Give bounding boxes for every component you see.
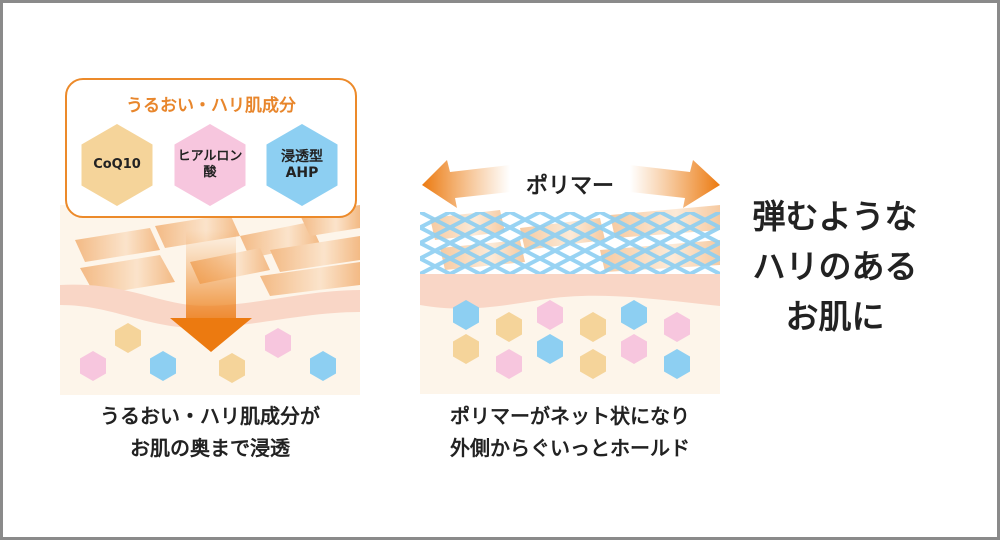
molecule-hexagon: [621, 300, 647, 330]
molecule-hexagon: [453, 334, 479, 364]
net-strand: [420, 212, 541, 274]
left-caption: うるおい・ハリ肌成分がお肌の奥まで浸透: [100, 404, 320, 460]
net-strand: [420, 256, 451, 274]
molecule-hexagon: [310, 351, 336, 381]
polymer-arrow-right: [630, 160, 720, 208]
headline: 弾むようなハリのあるお肌に: [752, 197, 918, 336]
molecule-hexagon: [496, 312, 522, 342]
molecule-hexagon: [621, 334, 647, 364]
ingredient-hexagon: [174, 124, 246, 206]
molecule-hexagon: [664, 312, 690, 342]
molecule-hexagon: [150, 351, 176, 381]
molecule-hexagon: [580, 312, 606, 342]
molecule-hexagon: [537, 300, 563, 330]
net-strand: [689, 256, 720, 274]
net-strand: [509, 212, 631, 274]
ingredient-hexagon: [81, 124, 153, 206]
net-strand: [420, 212, 451, 230]
molecule-hexagon: [496, 349, 522, 379]
molecule-hexagon: [453, 300, 479, 330]
net-strand: [689, 212, 720, 230]
net-strand: [659, 240, 720, 274]
net-strand: [420, 212, 481, 246]
ingredient-label-hyaluronic-acid: ヒアルロン酸: [177, 149, 243, 180]
net-strand: [629, 225, 720, 274]
ingredient-hexagon: [266, 124, 338, 206]
penetration-arrow: [170, 230, 252, 352]
net-strand: [420, 240, 481, 274]
molecule-hexagon: [115, 323, 141, 353]
net-strand: [539, 212, 661, 274]
right-caption: ポリマーがネット状になり外側からぐいっとホールド: [450, 404, 690, 460]
net-strand: [569, 212, 691, 274]
molecule-hexagon: [219, 353, 245, 383]
net-strand: [479, 212, 601, 274]
net-strand: [420, 212, 511, 261]
molecule-hexagon: [664, 349, 690, 379]
net-strand: [599, 212, 720, 274]
polymer-net: [420, 212, 720, 274]
net-strand: [659, 212, 720, 246]
ingredients-box-title: うるおい・ハリ肌成分: [126, 96, 296, 116]
polymer-label: ポリマー: [525, 174, 614, 199]
net-strand: [449, 212, 571, 274]
ingredient-label-coq10: CoQ10: [93, 157, 141, 172]
polymer-arrow-left: [422, 160, 510, 208]
molecule-hexagon: [265, 328, 291, 358]
molecule-hexagon: [80, 351, 106, 381]
molecule-hexagon: [537, 334, 563, 364]
molecule-hexagon: [580, 349, 606, 379]
